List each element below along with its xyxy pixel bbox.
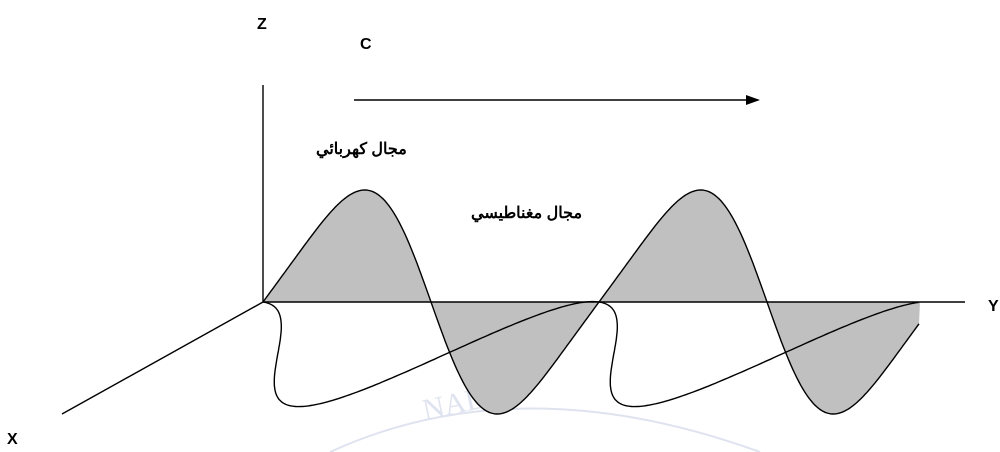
x-axis-label: X (7, 431, 18, 448)
x-axis-line (61, 301, 264, 415)
electric-field-curve (262, 189, 920, 415)
propagation-label: C (360, 36, 372, 53)
y-axis-label: Y (988, 298, 999, 315)
electric-field-label: مجال كهربائي (316, 141, 407, 158)
watermark-arc (329, 407, 761, 452)
magnetic-field-label: مجال مغناطيسي (471, 205, 583, 222)
z-axis-label: Z (257, 16, 267, 33)
magnetic-field-curve (262, 300, 919, 408)
